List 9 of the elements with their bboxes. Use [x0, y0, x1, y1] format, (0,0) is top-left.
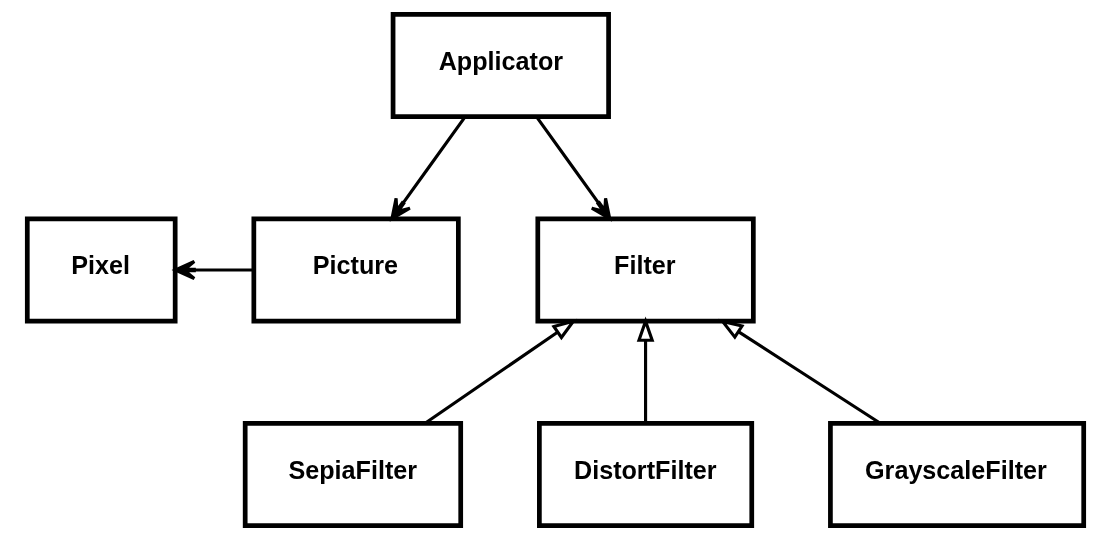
- node-box: Picture: [251, 216, 461, 324]
- node-box: Applicator: [390, 12, 611, 119]
- node-box: DistortFilter: [537, 421, 755, 528]
- node-box: SepiaFilter: [242, 421, 464, 528]
- arrow: [636, 316, 655, 424]
- arrow: [173, 259, 254, 281]
- node-box: GrayscaleFilter: [828, 421, 1087, 528]
- node-box: Pixel: [24, 216, 178, 324]
- node-box: Filter: [535, 216, 756, 324]
